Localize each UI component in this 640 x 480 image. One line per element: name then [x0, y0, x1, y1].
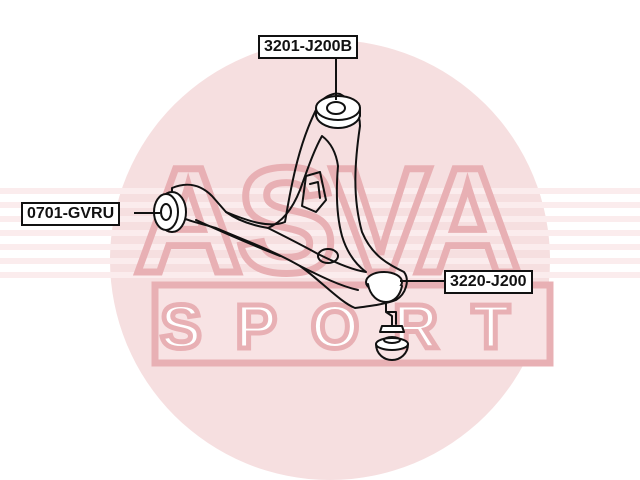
callout-upper-bushing: 3201-J200B [258, 35, 359, 59]
callout-front-bushing: 0701-GVRU [21, 202, 121, 226]
arm-rib-lower [299, 265, 359, 291]
watermark-sub-text: SPORT [160, 293, 544, 362]
arm-bracket-detail [309, 181, 321, 199]
ball-joint [365, 271, 409, 361]
arm-bracket [301, 171, 327, 213]
watermark-band [151, 281, 554, 367]
arm-lightening-hole [317, 248, 339, 264]
arm-rib-upper [225, 211, 269, 229]
callout-ball-joint: 3220-J200 [444, 270, 533, 294]
upper-bushing [315, 95, 361, 129]
front-bushing [153, 191, 187, 233]
arm-rib-front [195, 219, 281, 257]
arm-inner-cutout [267, 135, 367, 273]
